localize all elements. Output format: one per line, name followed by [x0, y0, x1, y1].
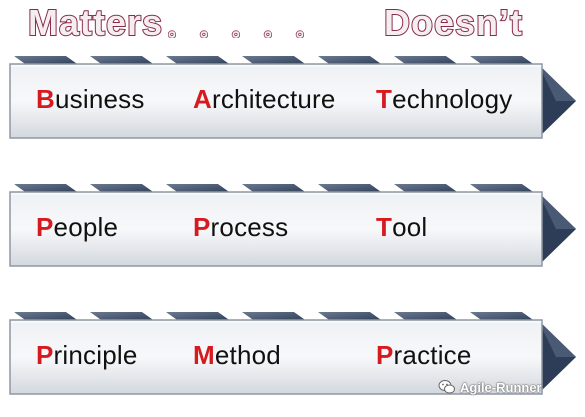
word-practice: Practice	[376, 340, 472, 371]
word-initial: M	[193, 340, 215, 370]
title-matters-text: Matters	[28, 2, 163, 43]
arrow-row-1: Business Architecture Technology	[8, 52, 578, 139]
word-process: Process	[193, 212, 288, 243]
watermark-text: Agile-Runner	[460, 380, 542, 395]
word-initial: A	[193, 84, 212, 114]
arrow-shape	[9, 56, 576, 139]
word-business: Business	[36, 84, 145, 115]
arrow-row-3: Principle Method Practice	[8, 308, 578, 395]
word-initial: P	[193, 212, 211, 242]
title-separator-text: 。。。。。	[168, 24, 338, 38]
title-separator: 。。。。。	[168, 24, 338, 38]
arrow-row-2: People Process Tool	[8, 180, 578, 267]
word-tool: Tool	[376, 212, 427, 243]
title-doesnt-text: Doesn’t	[384, 2, 523, 43]
word-principle: Principle	[36, 340, 138, 371]
word-technology: Technology	[376, 84, 512, 115]
word-rest: ractice	[393, 340, 472, 370]
title-matters: Matters	[27, 1, 163, 43]
word-people: People	[36, 212, 118, 243]
word-rest: ethod	[214, 340, 281, 370]
arrow-shape	[9, 312, 576, 395]
word-rest: ool	[392, 212, 428, 242]
watermark: Agile-Runner	[438, 380, 542, 395]
arrow-shape	[9, 184, 576, 267]
word-rest: echnology	[392, 84, 513, 114]
word-rest: rocess	[210, 212, 289, 242]
word-initial: P	[36, 212, 54, 242]
word-rest: usiness	[54, 84, 145, 114]
word-initial: P	[36, 340, 54, 370]
word-initial: P	[376, 340, 394, 370]
word-rest: rinciple	[53, 340, 138, 370]
wechat-icon	[438, 380, 455, 394]
word-initial: T	[376, 212, 393, 242]
word-method: Method	[193, 340, 281, 371]
word-rest: rchitecture	[211, 84, 336, 114]
title-doesnt: Doesn’t	[383, 1, 523, 43]
word-architecture: Architecture	[193, 84, 336, 115]
word-rest: eople	[53, 212, 119, 242]
word-initial: B	[36, 84, 55, 114]
word-initial: T	[376, 84, 393, 114]
